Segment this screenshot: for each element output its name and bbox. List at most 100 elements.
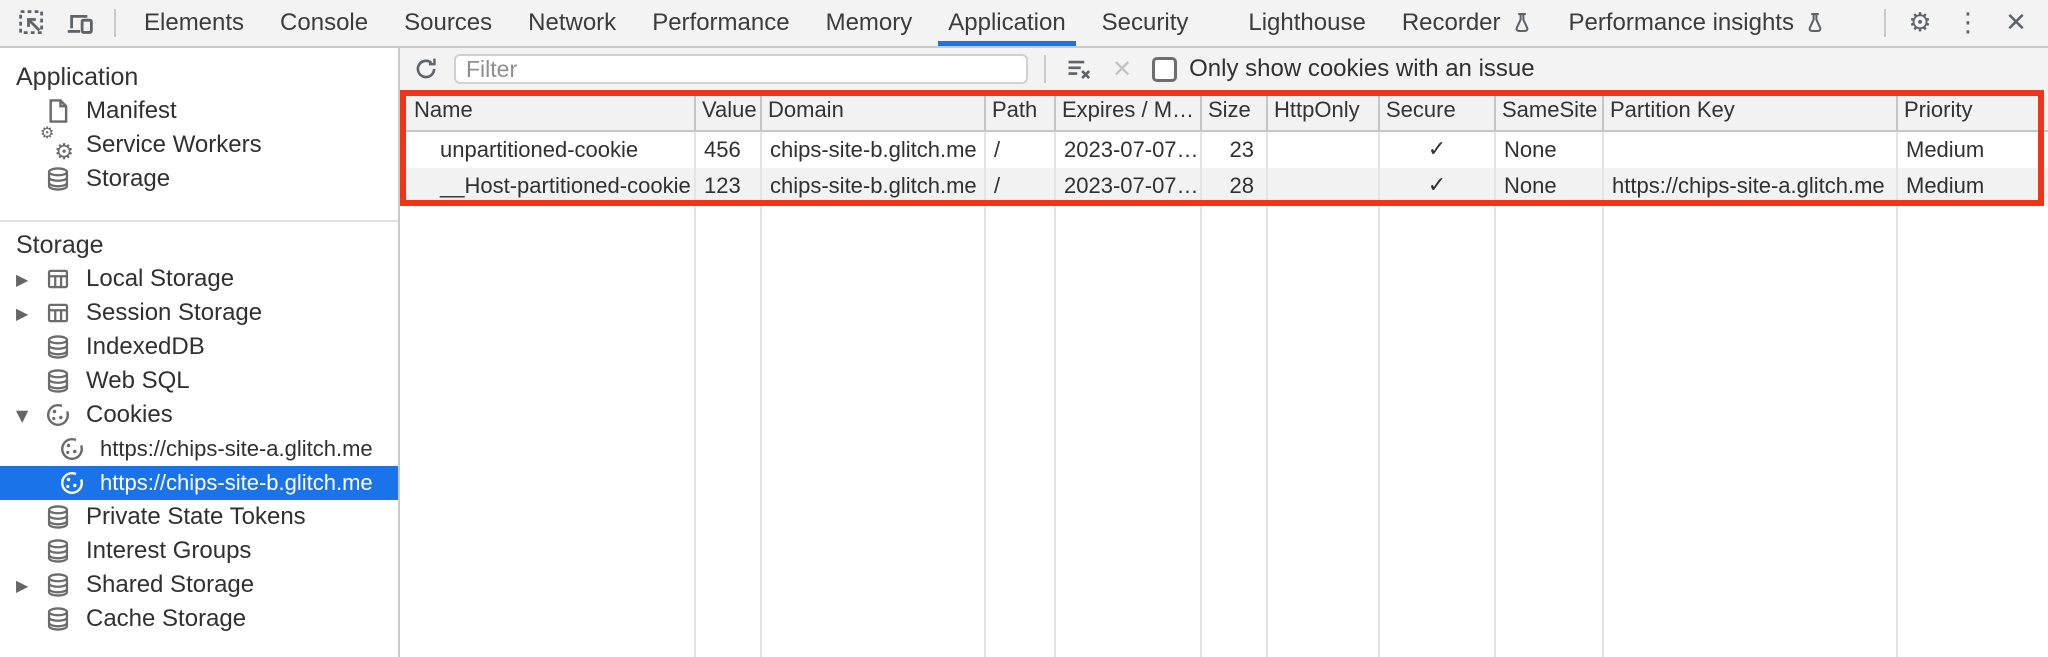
- chevron-expanded-icon[interactable]: ▼: [16, 405, 29, 425]
- sidebar-item-manifest[interactable]: Manifest: [0, 94, 398, 128]
- sidebar-item-local-storage[interactable]: ▶ Local Storage: [0, 262, 398, 296]
- column-header-partition-key[interactable]: Partition Key: [1604, 90, 1898, 130]
- gear-icon: ⚙: [1908, 8, 1932, 38]
- sidebar-item-shared-storage[interactable]: ▶ Shared Storage: [0, 568, 398, 602]
- cookie-icon: [56, 467, 88, 499]
- column-header-secure[interactable]: Secure: [1380, 90, 1496, 130]
- tab-label: Lighthouse: [1248, 9, 1366, 36]
- sidebar-item-interest-groups[interactable]: Interest Groups: [0, 534, 398, 568]
- refresh-icon: [413, 56, 439, 82]
- database-icon: [42, 569, 74, 601]
- column-header-httponly[interactable]: HttpOnly: [1268, 90, 1380, 130]
- tab-sources[interactable]: Sources: [386, 0, 510, 46]
- tab-label: Security: [1101, 9, 1189, 36]
- filter-input[interactable]: [454, 54, 1028, 84]
- tab-application[interactable]: Application: [930, 0, 1083, 46]
- service-workers-gears-icon: ⚙⚙: [40, 123, 74, 165]
- cell-secure-check-icon: ✓: [1380, 132, 1496, 168]
- column-header-name[interactable]: Name: [408, 90, 696, 130]
- only-show-issue-checkbox[interactable]: [1152, 56, 1178, 82]
- tab-lighthouse[interactable]: Lighthouse: [1230, 0, 1383, 46]
- devtools-tabbar: Elements Console Sources Network Perform…: [0, 0, 2048, 48]
- database-icon: [42, 331, 74, 363]
- cookie-icon: [56, 433, 88, 465]
- clear-filter-icon: [1064, 55, 1094, 83]
- chevron-collapsed-icon[interactable]: ▶: [16, 575, 29, 595]
- tab-elements[interactable]: Elements: [126, 0, 262, 46]
- refresh-button[interactable]: [404, 49, 448, 89]
- tab-security[interactable]: Security: [1084, 0, 1207, 46]
- cell-samesite: None: [1496, 132, 1604, 168]
- sidebar-item-label: Local Storage: [86, 265, 235, 292]
- column-header-domain[interactable]: Domain: [762, 90, 986, 130]
- tabbar-right-controls: ⚙ ⋮ ✕: [1874, 1, 2040, 45]
- manifest-file-icon: [42, 95, 74, 127]
- cell-expires: 2023-07-07…: [1056, 168, 1202, 204]
- tab-label: Sources: [404, 9, 493, 36]
- cell-domain: chips-site-b.glitch.me: [762, 132, 986, 168]
- clear-table-icon[interactable]: ✕: [1112, 55, 1133, 83]
- clear-filter-button[interactable]: [1064, 55, 1094, 83]
- column-header-size[interactable]: Size: [1202, 90, 1268, 130]
- cell-value: 123: [696, 168, 762, 204]
- cell-size: 23: [1202, 132, 1268, 168]
- device-toolbar-button[interactable]: [56, 1, 104, 45]
- sidebar-item-cookies-chips-site-b[interactable]: https://chips-site-b.glitch.me: [0, 466, 398, 500]
- sidebar-item-indexeddb[interactable]: IndexedDB: [0, 330, 398, 364]
- tab-network[interactable]: Network: [510, 0, 634, 46]
- experiment-flask-icon: [1804, 11, 1826, 35]
- cookie-row-host-partitioned[interactable]: __Host-partitioned-cookie 123 chips-site…: [400, 168, 2048, 204]
- cell-name: __Host-partitioned-cookie: [408, 168, 696, 204]
- column-header-expires[interactable]: Expires / M…: [1056, 90, 1202, 130]
- cell-partition-key: https://chips-site-a.glitch.me: [1604, 168, 1898, 204]
- cell-priority: Medium: [1906, 173, 1985, 198]
- tab-label: Performance: [652, 9, 790, 36]
- settings-button[interactable]: ⚙: [1896, 1, 1944, 45]
- sidebar-item-label: Private State Tokens: [86, 503, 306, 530]
- column-header-path[interactable]: Path: [986, 90, 1056, 130]
- sidebar-item-web-sql[interactable]: Web SQL: [0, 364, 398, 398]
- column-header-value[interactable]: Value: [696, 90, 762, 130]
- sidebar-item-cache-storage[interactable]: Cache Storage: [0, 602, 398, 636]
- device-toolbar-icon: [65, 9, 95, 37]
- chevron-collapsed-icon[interactable]: ▶: [16, 269, 29, 289]
- sidebar-item-service-workers[interactable]: ⚙⚙ Service Workers: [0, 123, 398, 165]
- chevron-collapsed-icon[interactable]: ▶: [16, 303, 29, 323]
- sidebar-item-session-storage[interactable]: ▶ Session Storage: [0, 296, 398, 330]
- tab-memory[interactable]: Memory: [808, 0, 931, 46]
- cell-size: 28: [1202, 168, 1268, 204]
- column-header-samesite[interactable]: SameSite: [1496, 90, 1604, 130]
- close-devtools-button[interactable]: ✕: [1992, 1, 2040, 45]
- cell-partition-key: [1604, 132, 1898, 168]
- tab-label: Performance insights: [1568, 9, 1794, 36]
- inspect-element-button[interactable]: [8, 1, 56, 45]
- more-options-button[interactable]: ⋮: [1944, 1, 1992, 45]
- sidebar-item-storage[interactable]: Storage: [0, 162, 398, 196]
- column-header-priority[interactable]: Priority: [1904, 97, 1973, 122]
- sidebar-item-cookies-chips-site-a[interactable]: https://chips-site-a.glitch.me: [0, 432, 398, 466]
- sidebar-item-label: Cache Storage: [86, 605, 247, 632]
- application-sidebar: Application Manifest ⚙⚙ Service Workers: [0, 48, 400, 657]
- cell-domain: chips-site-b.glitch.me: [762, 168, 986, 204]
- sidebar-section-storage: Storage ▶ Local Storage ▶: [0, 220, 398, 636]
- close-icon: ✕: [2005, 8, 2027, 38]
- tab-performance-insights[interactable]: Performance insights: [1551, 0, 1844, 46]
- sidebar-item-label: Cookies: [86, 401, 173, 428]
- sidebar-item-private-state-tokens[interactable]: Private State Tokens: [0, 500, 398, 534]
- storage-grid-icon: [42, 263, 74, 295]
- database-icon: [42, 603, 74, 635]
- cell-expires: 2023-07-07…: [1056, 132, 1202, 168]
- tab-console[interactable]: Console: [262, 0, 386, 46]
- sidebar-item-cookies[interactable]: ▼ Cookies: [0, 398, 398, 432]
- cookie-row-unpartitioned[interactable]: unpartitioned-cookie 456 chips-site-b.gl…: [400, 132, 2048, 168]
- cell-samesite: None: [1496, 168, 1604, 204]
- database-icon: [42, 535, 74, 567]
- sidebar-item-label: Session Storage: [86, 299, 263, 326]
- cell-httponly: [1268, 168, 1380, 204]
- cell-httponly: [1268, 132, 1380, 168]
- cell-value: 456: [696, 132, 762, 168]
- cell-name: unpartitioned-cookie: [408, 132, 696, 168]
- tab-performance[interactable]: Performance: [634, 0, 807, 46]
- tab-recorder[interactable]: Recorder: [1384, 0, 1551, 46]
